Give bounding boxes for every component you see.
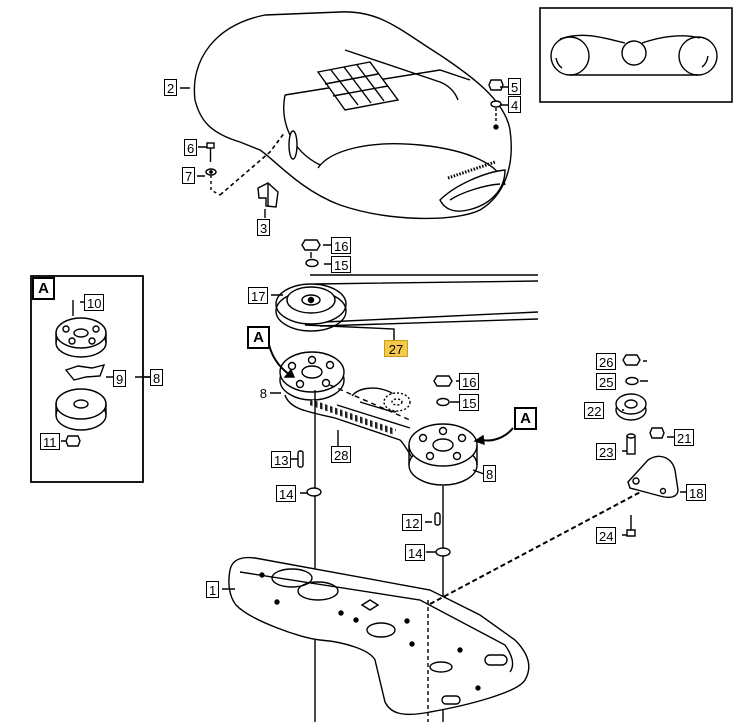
idler-pulley-22	[615, 393, 647, 421]
callout-27: 27	[384, 340, 408, 357]
idler-gear	[383, 392, 411, 412]
callout-17: 17	[248, 287, 269, 304]
callout-9: 9	[113, 370, 127, 387]
motor-cover	[193, 11, 512, 220]
belt-routing-inset	[539, 7, 733, 103]
base-plate-1	[228, 556, 530, 716]
callout-11: 11	[40, 433, 60, 450]
sprocket-right-8	[408, 423, 478, 486]
callout-28: 28	[331, 446, 352, 463]
section-a-inset	[30, 275, 144, 483]
bracket-18	[627, 455, 679, 499]
callout-8-right: 8	[483, 465, 497, 482]
callout-25: 25	[596, 373, 617, 390]
washer-25	[625, 376, 639, 386]
nut-16-right	[433, 375, 453, 387]
section-a-label-left: A	[247, 326, 270, 349]
sprocket-left-8	[279, 351, 345, 401]
nut-16-top	[301, 239, 321, 251]
washer-4	[490, 100, 502, 108]
section-a-label-inset: A	[32, 277, 55, 300]
washer-15-top	[305, 258, 319, 268]
spring-9	[64, 364, 106, 381]
callout-1: 1	[206, 581, 220, 598]
callout-15-top: 15	[331, 256, 352, 273]
callout-24: 24	[596, 527, 617, 544]
cover-screw-6	[206, 142, 215, 162]
callout-14-right: 14	[405, 544, 426, 561]
callout-8-left: 8	[256, 385, 269, 402]
callout-15-right: 15	[459, 394, 480, 411]
callout-13: 13	[271, 451, 292, 468]
callout-16-right: 16	[459, 373, 480, 390]
callout-8-inset: 8	[150, 369, 164, 386]
callout-10: 10	[84, 294, 105, 311]
callout-6: 6	[184, 139, 198, 156]
sprocket-top-part	[55, 317, 107, 358]
sprocket-bottom-part	[55, 388, 107, 431]
callout-2: 2	[164, 79, 178, 96]
washer-7-hole	[209, 170, 213, 174]
washer-15-right	[436, 397, 450, 407]
cover-clip-3	[257, 182, 279, 208]
pulley-17	[275, 283, 347, 332]
callout-22: 22	[584, 402, 605, 419]
nut-11	[65, 435, 81, 447]
nut-21	[649, 427, 665, 439]
nut-26	[622, 354, 641, 366]
callout-26: 26	[596, 353, 617, 370]
callout-12: 12	[402, 514, 423, 531]
section-a-label-right: A	[514, 407, 537, 430]
callout-3: 3	[257, 219, 271, 236]
nut-5	[488, 79, 504, 91]
callout-7: 7	[182, 167, 196, 184]
callout-14-left: 14	[276, 485, 297, 502]
callout-5: 5	[508, 78, 522, 95]
drive-belt-27	[310, 274, 539, 327]
spacer-23	[626, 433, 636, 455]
callout-23: 23	[596, 443, 617, 460]
callout-4: 4	[508, 96, 522, 113]
callout-18: 18	[686, 484, 707, 501]
callout-21: 21	[674, 429, 695, 446]
pin-12	[434, 512, 441, 526]
callout-16-top: 16	[331, 237, 352, 254]
pin-13	[297, 450, 304, 468]
washer-14-left	[306, 487, 322, 497]
washer-14-right	[435, 547, 451, 557]
bolt-24	[626, 515, 636, 537]
